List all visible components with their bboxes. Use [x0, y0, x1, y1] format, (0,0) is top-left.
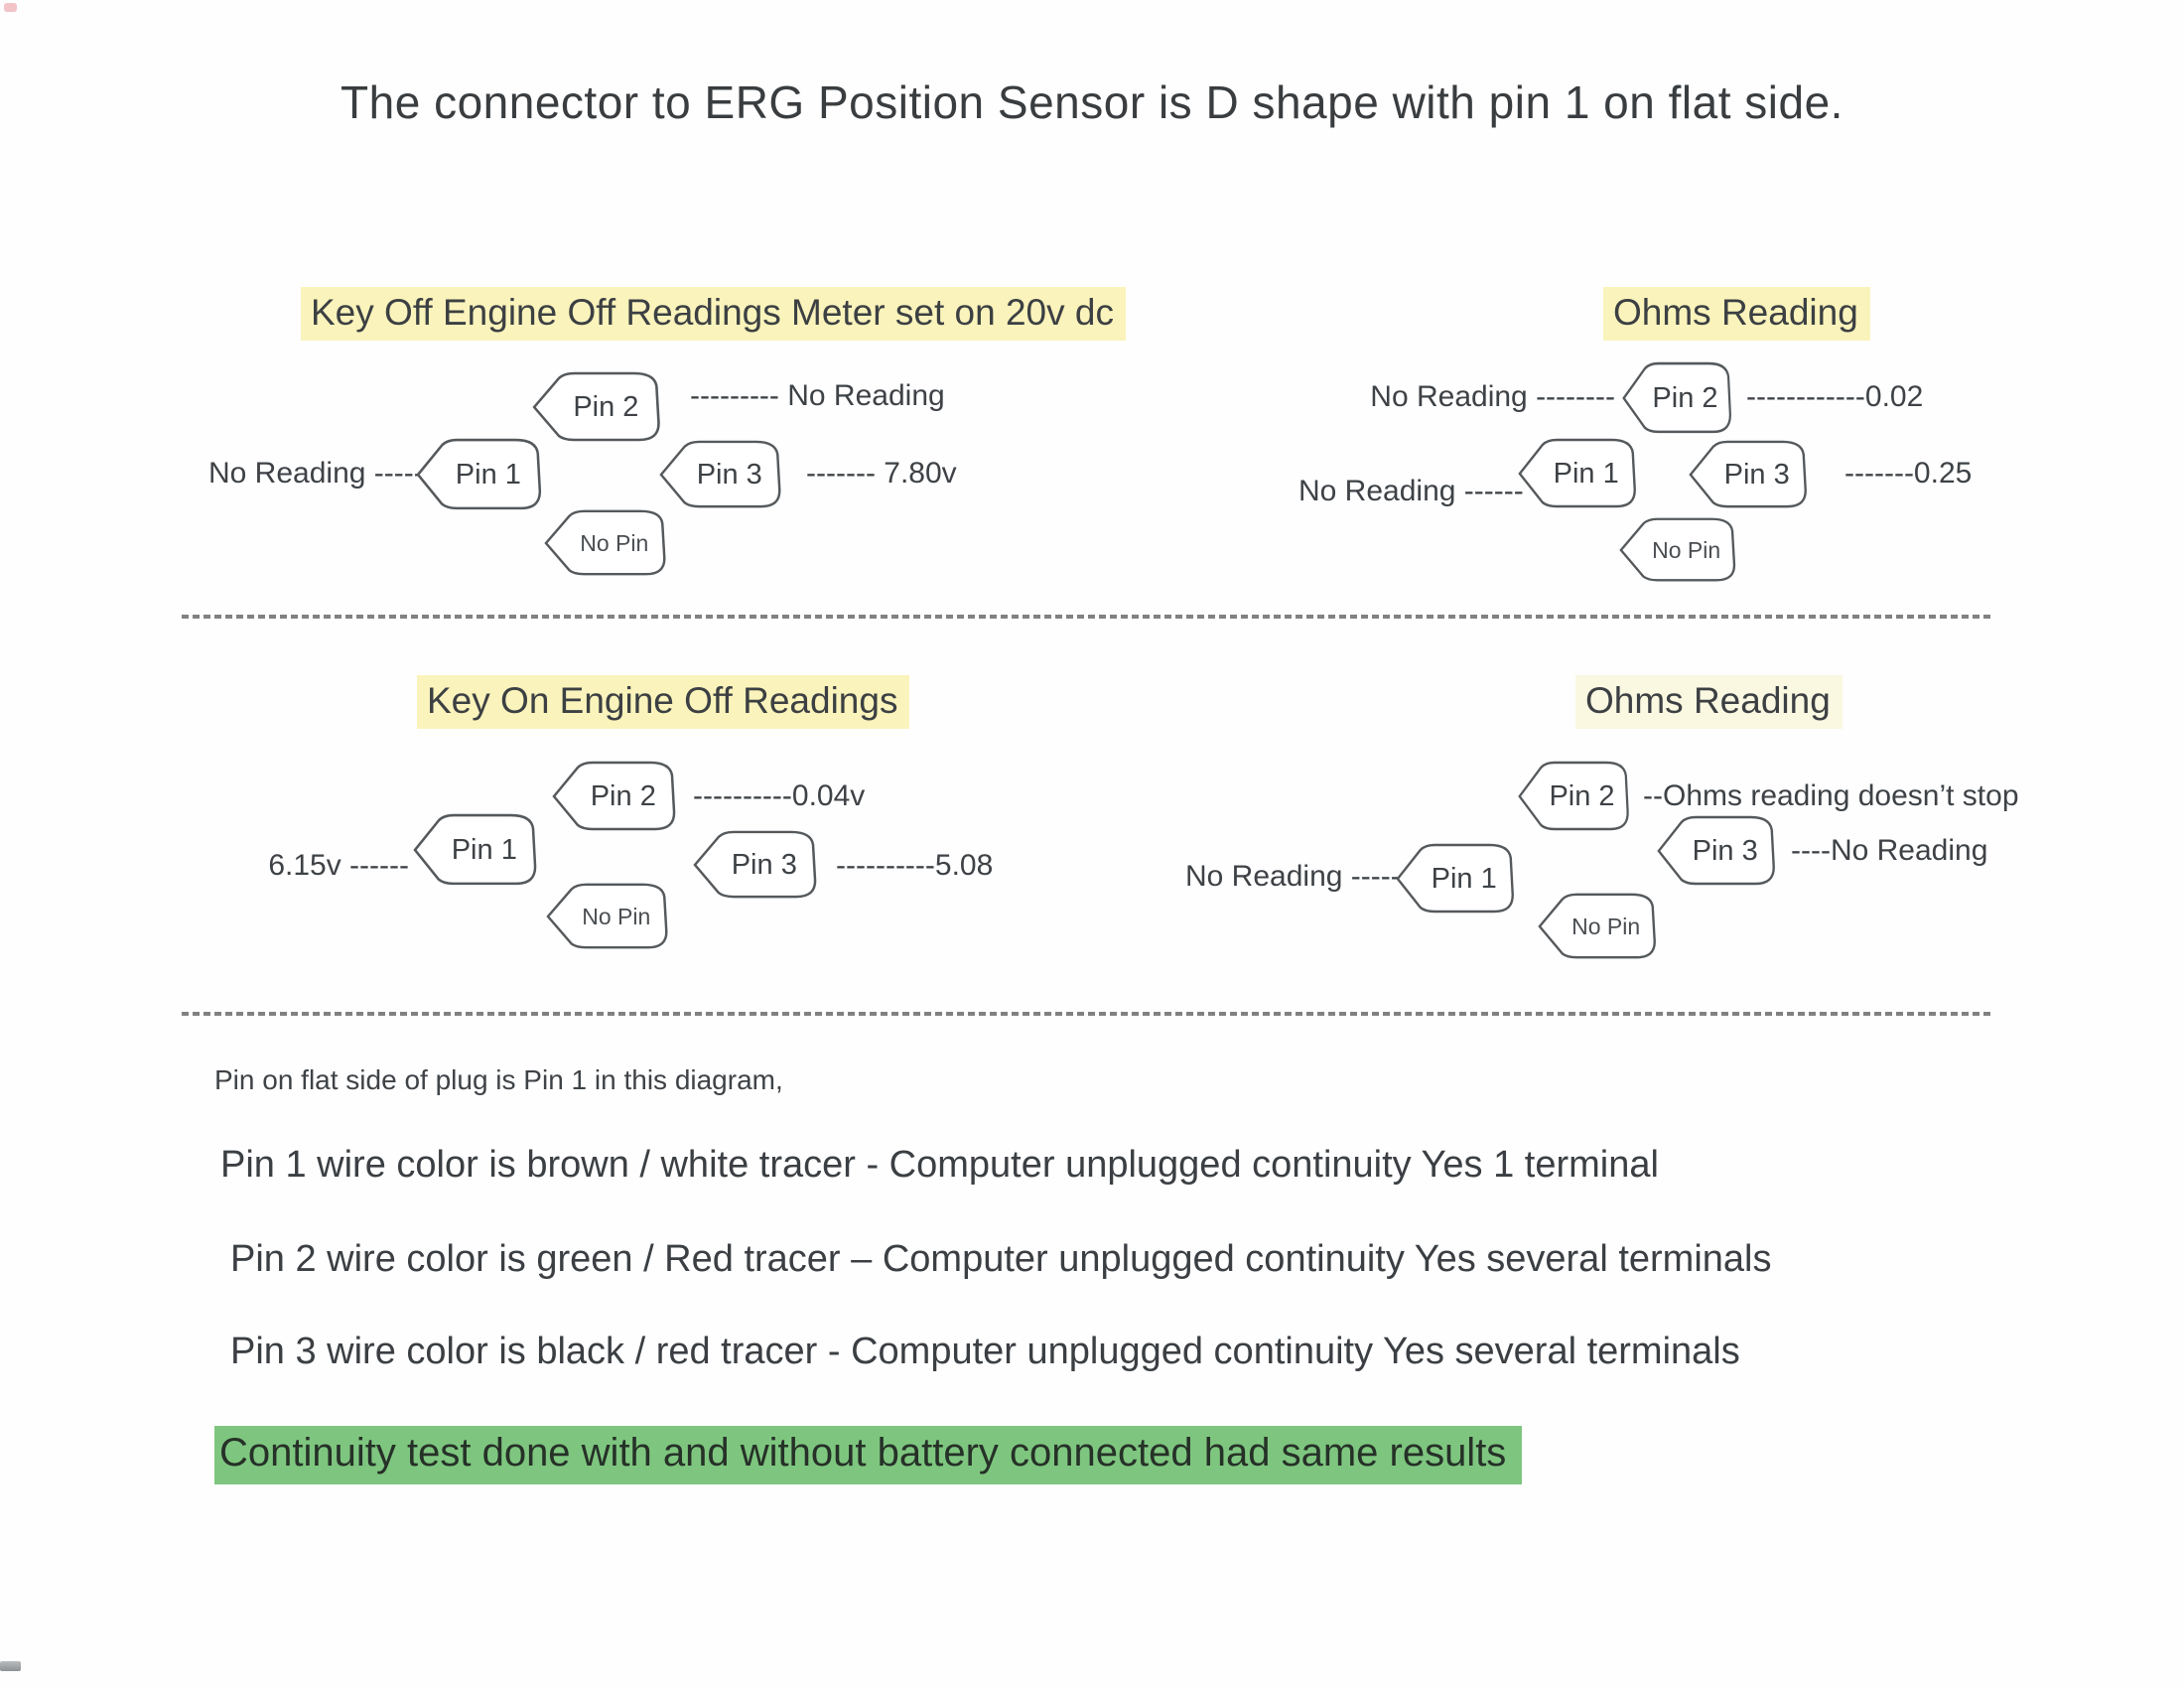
pin-2-reading-right: ------------0.02	[1746, 380, 1924, 413]
diagram-key-on-engine-off: Key On Engine Off Readings Pin 2 -------…	[149, 665, 1042, 983]
pin-cavity-icon	[1657, 815, 1775, 886]
pin-label: No Pin	[580, 529, 649, 556]
pin-3: Pin 3	[692, 829, 831, 901]
pin-cavity-icon	[659, 440, 781, 508]
pin-label: Pin 1	[1553, 457, 1619, 490]
pin-cavity-icon	[546, 883, 668, 949]
diagram-title: Key On Engine Off Readings	[417, 675, 910, 729]
pin-label: Pin 2	[1652, 381, 1718, 414]
section-divider	[182, 1012, 1990, 1016]
page-title: The connector to ERG Position Sensor is …	[341, 76, 1843, 128]
pin-2: Pin 2	[1621, 360, 1744, 436]
pin-1: Pin 1	[1395, 842, 1528, 915]
pin-cavity-icon	[1396, 843, 1514, 914]
pin-label: No Pin	[1571, 913, 1641, 939]
footnote: Pin on flat side of plug is Pin 1 in thi…	[214, 1064, 783, 1095]
no-pin: No Pin	[1537, 892, 1670, 961]
pin-3: Pin 3	[1656, 814, 1789, 888]
pin-cavity-icon	[1689, 440, 1807, 508]
pin-1-reading: No Reading ------	[1185, 860, 1411, 893]
pin-1-reading: 6.15v ------	[268, 849, 409, 882]
pin-label: Pin 2	[573, 390, 639, 423]
pin-label: Pin 3	[731, 848, 797, 881]
pin-1: Pin 1	[1517, 437, 1650, 510]
scan-artifact-gray-bar	[0, 1661, 21, 1671]
pin-cavity-icon	[1518, 438, 1636, 508]
pin-label: Pin 3	[696, 458, 762, 491]
pin-cavity-icon	[552, 761, 676, 831]
pin-2-reading: --Ohms reading doesn’t stop	[1643, 779, 2019, 812]
diagram-ohms-reading-top: Ohms Reading No Reading -------- Pin 2 -…	[1271, 278, 2055, 606]
no-pin: No Pin	[543, 508, 680, 578]
pin-3: Pin 3	[658, 439, 795, 510]
pin-cavity-icon	[544, 509, 666, 576]
pin-label: Pin 3	[1692, 834, 1758, 867]
diagram-title: Key Off Engine Off Readings Meter set on…	[301, 287, 1126, 341]
diagram-ohms-reading-bottom: Ohms Reading Pin 2 --Ohms reading doesn’…	[1142, 665, 2055, 993]
pin-3: Pin 3	[1688, 439, 1821, 510]
pin-cavity-icon	[1538, 893, 1656, 959]
note-pin1-wire: Pin 1 wire color is brown / white tracer…	[220, 1144, 1659, 1186]
diagram-key-off-engine-off: Key Off Engine Off Readings Meter set on…	[149, 278, 1126, 596]
pin-3-reading: ----No Reading	[1791, 834, 1988, 867]
no-pin: No Pin	[1618, 516, 1749, 584]
pin-label: Pin 1	[1431, 862, 1497, 895]
pin-label: No Pin	[582, 903, 651, 929]
pin-1: Pin 1	[415, 437, 556, 512]
pin-cavity-icon	[532, 371, 660, 442]
pin-cavity-icon	[693, 830, 817, 899]
diagram-title: Ohms Reading	[1575, 675, 1843, 729]
pin-3-reading: -------0.25	[1844, 457, 1973, 490]
pin-2-reading: --------- No Reading	[690, 379, 945, 412]
pin-cavity-icon	[1518, 761, 1629, 831]
pin-2-reading-left: No Reading --------	[1370, 380, 1615, 413]
pin-label: Pin 1	[455, 458, 521, 491]
pin-3-reading: ----------5.08	[836, 849, 994, 882]
pin-cavity-icon	[416, 438, 542, 510]
pin-1: Pin 1	[412, 812, 551, 888]
pin-1-reading: No Reading ------	[1298, 475, 1524, 507]
pin-2-reading: ----------0.04v	[693, 779, 866, 812]
pin-label: Pin 2	[590, 779, 656, 812]
pin-label: Pin 1	[451, 833, 517, 866]
diagram-title: Ohms Reading	[1603, 287, 1870, 341]
pin-1-reading: No Reading -----	[208, 457, 424, 490]
pin-label: No Pin	[1652, 536, 1721, 563]
note-pin2-wire: Pin 2 wire color is green / Red tracer –…	[230, 1238, 1772, 1280]
section-divider	[182, 615, 1990, 619]
pin-cavity-icon	[1622, 361, 1731, 434]
no-pin: No Pin	[545, 882, 682, 951]
note-pin3-wire: Pin 3 wire color is black / red tracer -…	[230, 1331, 1740, 1372]
pin-3-reading: ------- 7.80v	[806, 457, 957, 490]
pin-2: Pin 2	[1517, 760, 1642, 833]
pin-2: Pin 2	[551, 760, 690, 833]
pin-2: Pin 2	[531, 370, 675, 444]
pin-label: Pin 2	[1549, 779, 1615, 812]
continuity-highlight-note: Continuity test done with and without ba…	[214, 1426, 1523, 1484]
pin-label: Pin 3	[1723, 458, 1790, 491]
pin-cavity-icon	[413, 813, 537, 886]
pin-cavity-icon	[1619, 517, 1736, 582]
scan-artifact-red-dot	[4, 3, 17, 12]
